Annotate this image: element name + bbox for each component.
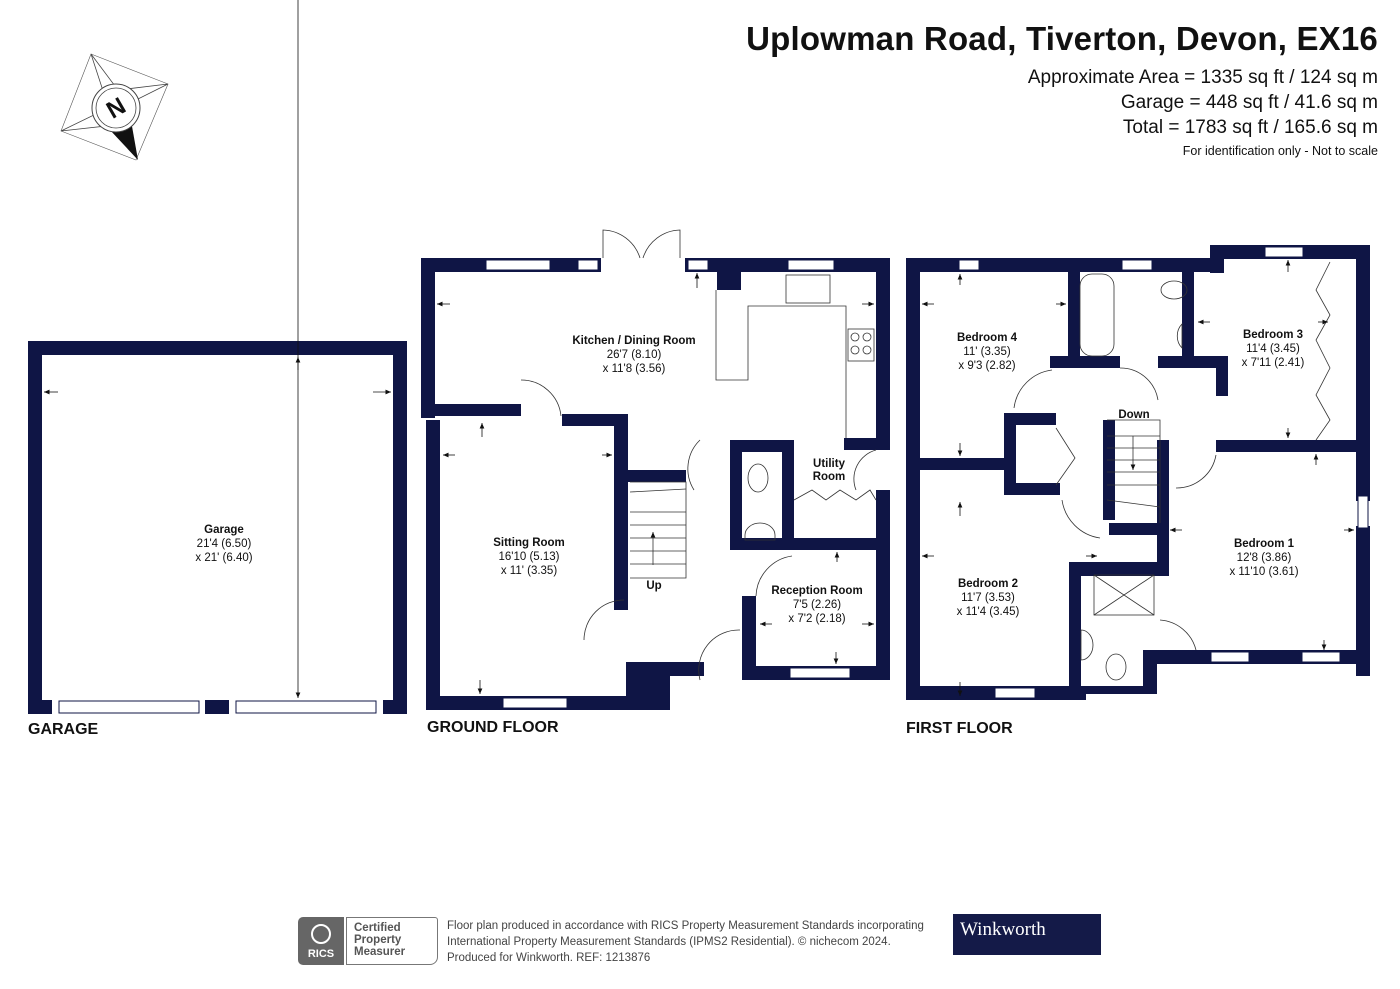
room-bedroom-1: Bedroom 1 12'8 (3.86) x 11'10 (3.61) bbox=[1229, 538, 1298, 579]
room-name: Reception Room bbox=[771, 585, 863, 597]
room-name: Bedroom 1 bbox=[1233, 538, 1295, 550]
footer-line-2: International Property Measurement Stand… bbox=[447, 936, 891, 948]
north-compass-icon: N bbox=[60, 53, 169, 161]
room-dimension: 11'7 (3.53) bbox=[961, 591, 1015, 604]
rics-badge-line: Measurer bbox=[354, 946, 406, 958]
footer-line-1: Floor plan produced in accordance with R… bbox=[447, 920, 924, 932]
room-dimension: 7'5 (2.26) bbox=[792, 598, 842, 611]
rics-lion-icon bbox=[311, 924, 331, 944]
room-dimension: 16'10 (5.13) bbox=[498, 550, 560, 563]
room-bedroom-2: Bedroom 2 11'7 (3.53) x 11'4 (3.45) bbox=[957, 578, 1020, 619]
room-dimension: x 9'3 (2.82) bbox=[958, 359, 1016, 372]
room-name: Bedroom 4 bbox=[956, 332, 1018, 344]
room-dimension: 12'8 (3.86) bbox=[1236, 551, 1292, 564]
room-dimension: 11' (3.35) bbox=[963, 345, 1011, 358]
garage-area: Garage = 448 sq ft / 41.6 sq m bbox=[1120, 92, 1378, 113]
room-name: Bedroom 3 bbox=[1242, 329, 1304, 341]
room-utility-line2: Room bbox=[812, 471, 846, 483]
rics-badge-line: Property bbox=[354, 934, 402, 946]
rics-logo: RICS bbox=[298, 917, 344, 965]
footer-statement: Floor plan produced in accordance with R… bbox=[447, 918, 924, 966]
floor-label-ground: GROUND FLOOR bbox=[427, 719, 559, 736]
room-name: Kitchen / Dining Room bbox=[572, 335, 696, 347]
rics-badge-line: Certified bbox=[354, 922, 401, 934]
room-dimension: x 11' (3.35) bbox=[500, 564, 558, 577]
footer-line-3: Produced for Winkworth. REF: 1213876 bbox=[447, 952, 651, 964]
floor-label-first: FIRST FLOOR bbox=[906, 720, 1013, 737]
rics-logo-text: RICS bbox=[307, 948, 335, 960]
room-garage: Garage 21'4 (6.50) x 21' (6.40) bbox=[195, 524, 252, 565]
page-title: Uplowman Road, Tiverton, Devon, EX16 bbox=[746, 20, 1378, 57]
room-dimension: 11'4 (3.45) bbox=[1246, 342, 1300, 355]
room-name: Garage bbox=[204, 524, 244, 536]
stairs-down-label: Down bbox=[1118, 409, 1150, 421]
floor-label-garage: GARAGE bbox=[28, 721, 99, 738]
stairs-up-label: Up bbox=[646, 580, 662, 592]
room-name: Bedroom 2 bbox=[957, 578, 1019, 590]
room-dimension: x 11'10 (3.61) bbox=[1229, 565, 1299, 578]
room-dimension: 21'4 (6.50) bbox=[196, 537, 252, 550]
room-sitting-room: Sitting Room 16'10 (5.13) x 11' (3.35) bbox=[493, 537, 565, 578]
scale-disclaimer: For identification only - Not to scale bbox=[1182, 144, 1378, 158]
room-bedroom-3: Bedroom 3 11'4 (3.45) x 7'11 (2.41) bbox=[1242, 329, 1305, 370]
approximate-area: Approximate Area = 1335 sq ft / 124 sq m bbox=[1027, 67, 1378, 88]
room-bedroom-4: Bedroom 4 11' (3.35) x 9'3 (2.82) bbox=[957, 332, 1017, 373]
room-dimension: x 11'4 (3.45) bbox=[956, 605, 1020, 618]
winkworth-logo: Winkworth bbox=[953, 914, 1101, 955]
room-name: Sitting Room bbox=[493, 537, 565, 549]
room-utility-line1: Utility bbox=[813, 458, 845, 470]
room-dimension: x 11'8 (3.56) bbox=[602, 362, 666, 375]
room-dimension: x 7'11 (2.41) bbox=[1241, 356, 1305, 369]
total-area: Total = 1783 sq ft / 165.6 sq m bbox=[1122, 117, 1378, 138]
room-dimension: x 7'2 (2.18) bbox=[788, 612, 846, 625]
room-kitchen-dining: Kitchen / Dining Room 26'7 (8.10) x 11'8… bbox=[572, 335, 695, 376]
room-reception-room: Reception Room 7'5 (2.26) x 7'2 (2.18) bbox=[771, 585, 862, 626]
rics-badge-text: Certified Property Measurer bbox=[346, 917, 438, 965]
room-dimension: 26'7 (8.10) bbox=[606, 348, 662, 361]
room-dimension: x 21' (6.40) bbox=[195, 551, 253, 564]
rics-certified-badge: RICS Certified Property Measurer bbox=[298, 917, 438, 965]
